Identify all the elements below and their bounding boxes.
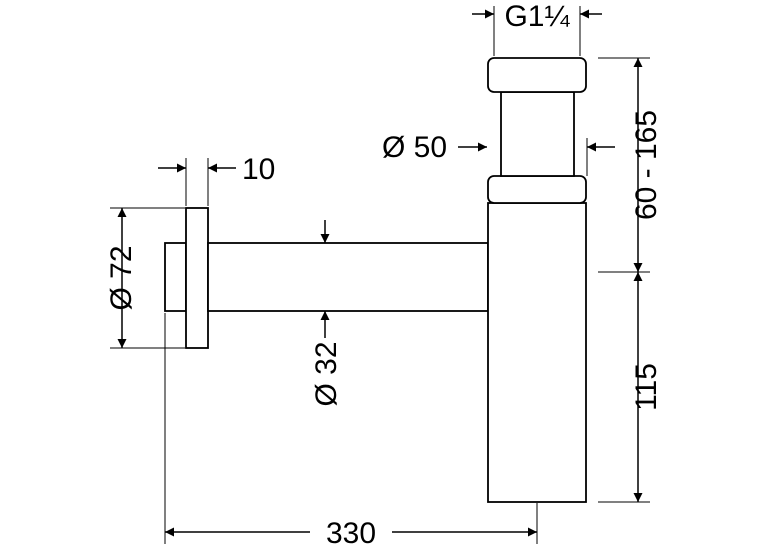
flange-thickness-dimension xyxy=(158,158,236,206)
horizontal-pipe xyxy=(207,242,489,312)
outlet-diameter-label: Ø 50 xyxy=(382,131,447,164)
body-collar xyxy=(487,175,587,204)
thread-label: G1¼ xyxy=(504,0,570,33)
bottle-body xyxy=(487,202,587,503)
wall-stub xyxy=(164,242,187,312)
length-label: 330 xyxy=(326,517,376,545)
pipe-diameter-label: Ø 32 xyxy=(310,341,343,406)
wall-flange xyxy=(185,207,209,349)
flange-diameter-label: Ø 72 xyxy=(105,245,138,310)
height-range-label: 60 - 165 xyxy=(630,110,663,220)
flange-diameter-dimension xyxy=(110,207,185,349)
top-nut xyxy=(487,57,587,93)
thread-dimension xyxy=(472,6,602,56)
trap-part xyxy=(164,57,587,503)
length-dimension xyxy=(164,313,538,544)
flange-thickness-label: 10 xyxy=(242,153,275,186)
trap-height-dimension xyxy=(598,272,650,503)
vertical-tube xyxy=(500,91,575,177)
outlet-diameter-dimension xyxy=(458,138,615,176)
trap-height-label: 115 xyxy=(630,363,663,411)
